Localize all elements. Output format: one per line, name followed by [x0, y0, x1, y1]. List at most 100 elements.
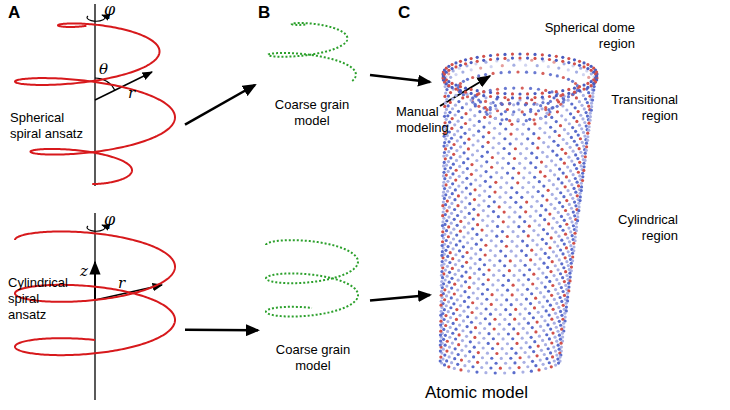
atom-dot	[460, 349, 463, 352]
model-panel: Spherical spiral ansatz	[5, 5, 185, 195]
atom-dot	[480, 164, 483, 167]
atom-dot	[469, 257, 472, 260]
atom-dot	[461, 255, 464, 258]
atom-dot	[530, 370, 533, 373]
atom-dot	[541, 194, 544, 197]
atom-dot	[534, 253, 537, 256]
atom-dot	[533, 92, 536, 95]
atom-dot	[493, 327, 496, 330]
atom-dot	[466, 157, 469, 160]
atom-dot	[478, 331, 481, 334]
atom-dot	[590, 102, 593, 105]
atom-dot	[445, 284, 448, 287]
atom-dot	[514, 147, 517, 150]
atom-dot	[516, 235, 519, 238]
atom-dot	[541, 101, 544, 104]
atom-dot	[464, 87, 467, 90]
atom-dot	[440, 290, 443, 293]
atom-dot	[460, 210, 463, 213]
atom-dot	[572, 187, 575, 190]
atom-dot	[455, 159, 458, 162]
atom-dot	[496, 88, 499, 91]
atom-dot	[502, 157, 505, 160]
atom-dot	[545, 276, 548, 279]
atom-dot	[576, 194, 579, 197]
atom-dot	[490, 239, 493, 242]
atom-dot	[463, 132, 466, 135]
atom-dot	[561, 252, 564, 255]
atom-dot	[442, 200, 445, 203]
atom-dot	[534, 166, 537, 169]
atom-dot	[591, 95, 594, 98]
atom-dot	[496, 57, 499, 60]
atom-dot	[564, 209, 567, 212]
atom-dot	[458, 67, 461, 70]
atom-dot	[555, 59, 558, 62]
atom-dot	[522, 123, 525, 126]
atom-dot	[571, 150, 574, 153]
atom-dot	[442, 154, 445, 157]
atom-dot	[474, 104, 477, 107]
atom-dot	[572, 242, 575, 245]
atom-dot	[457, 194, 460, 197]
atom-dot	[468, 276, 471, 279]
atom-dot	[517, 366, 520, 369]
atom-dot	[462, 310, 465, 313]
atom-dot	[567, 68, 570, 71]
panel-letter: C	[398, 2, 410, 23]
atom-dot	[535, 354, 538, 357]
atom-dot	[577, 171, 580, 174]
atom-dot	[479, 184, 482, 187]
axis-line	[94, 4, 95, 186]
atom-dot	[511, 337, 514, 340]
atom-dot	[447, 65, 450, 68]
atom-dot	[551, 226, 554, 229]
atom-dot	[485, 160, 488, 163]
atom-dot	[485, 298, 488, 301]
atom-dot	[444, 183, 447, 186]
atom-dot	[453, 283, 456, 286]
atom-dot	[527, 322, 530, 325]
atom-dot	[456, 363, 459, 366]
atom-dot	[535, 103, 538, 106]
atom-dot	[550, 294, 553, 297]
atom-dot	[454, 73, 457, 76]
atom-dot	[503, 318, 506, 321]
atom-dot	[558, 320, 561, 323]
atom-dot	[553, 130, 556, 133]
atom-dot	[485, 361, 488, 364]
atom-dot	[535, 320, 538, 323]
atom-dot	[489, 102, 492, 105]
atom-dot	[456, 139, 459, 142]
atom-dot	[442, 164, 445, 167]
atom-dot	[573, 232, 576, 235]
atom-dot	[481, 145, 484, 148]
atom-dot	[487, 205, 490, 208]
atom-dot	[555, 326, 558, 329]
atom-dot	[535, 287, 538, 290]
atom-dot	[526, 52, 529, 55]
atom-dot	[558, 282, 561, 285]
atom-dot	[533, 340, 536, 343]
atom-dot	[567, 61, 570, 64]
atom-dot	[459, 155, 462, 158]
atom-dot	[560, 300, 563, 303]
atom-dot	[573, 140, 576, 143]
atom-dot	[541, 339, 544, 342]
atom-dot	[494, 181, 497, 184]
atom-dot	[455, 318, 458, 321]
atom-dot	[472, 355, 475, 358]
atom-dot	[565, 274, 568, 277]
atom-dot	[445, 71, 448, 74]
atom-dot	[537, 233, 540, 236]
atom-dot	[439, 330, 442, 333]
atom-dot	[450, 137, 453, 140]
atom-dot	[464, 354, 467, 357]
atom-dot	[530, 336, 533, 339]
atom-dot	[502, 274, 505, 277]
atom-dot	[544, 343, 547, 346]
atom-dot	[479, 100, 482, 103]
atom-dot	[561, 229, 564, 232]
atom-dot	[562, 138, 565, 141]
atom-dot	[538, 301, 541, 304]
